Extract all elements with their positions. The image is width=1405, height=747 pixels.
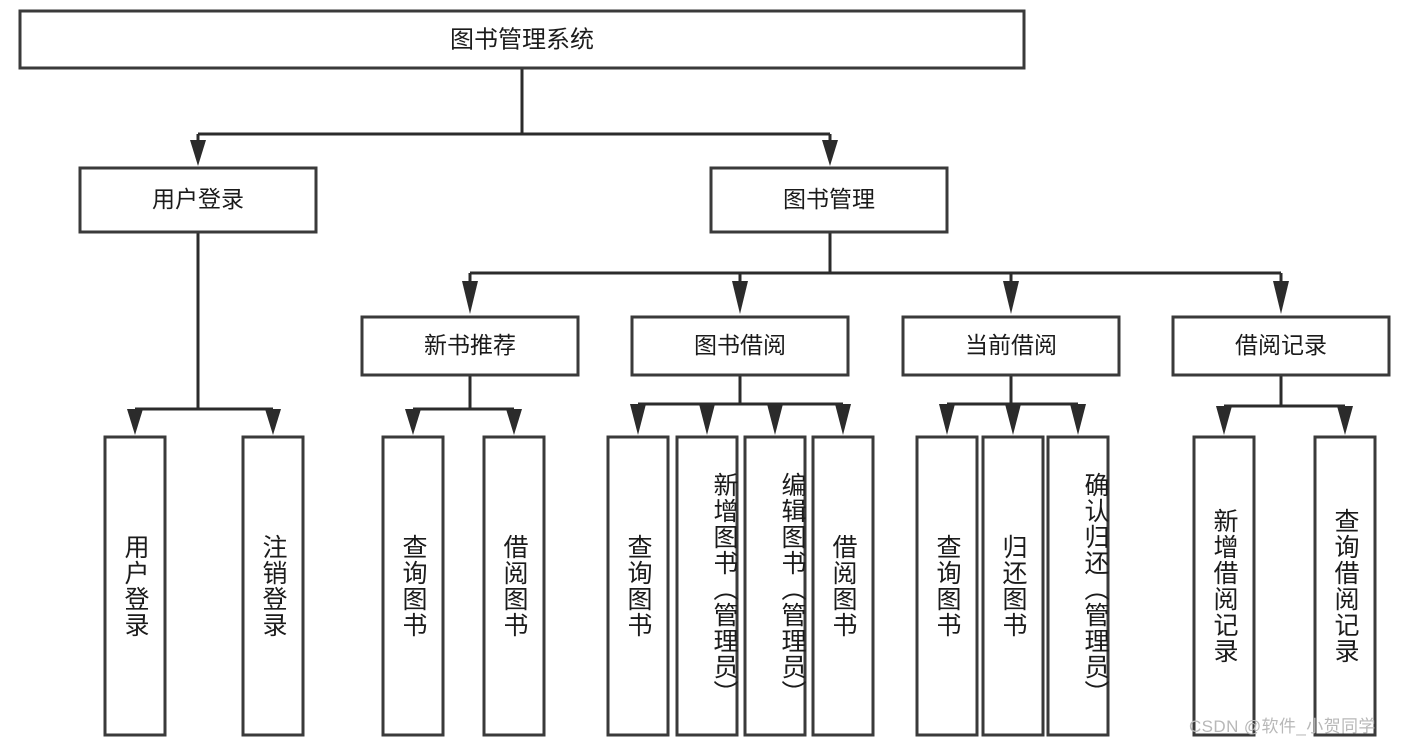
connector-group-root: [190, 68, 838, 166]
leaf-label-confirm-return-admin: 确认归还（管理员）: [1081, 472, 1109, 706]
leaf-box-borrow-book-recommend[interactable]: [482, 435, 546, 737]
leaf-label-user-login: 用户登录: [121, 534, 149, 638]
node-user-login[interactable]: 用户登录: [78, 166, 318, 234]
arrow-head-leaf-add-book-admin: [699, 404, 715, 435]
leaf-label-edit-book-admin: 编辑图书（管理员）: [778, 472, 806, 706]
node-new-book-recommend-label: 新书推荐: [424, 332, 516, 358]
leaf-box-user-logout[interactable]: [241, 435, 305, 737]
leaf-label-user-logout: 注销登录: [259, 534, 287, 638]
leaf-box-user-login[interactable]: [103, 435, 167, 737]
arrow-head-leaf-edit-book-admin: [767, 404, 783, 435]
arrow-head-leaf-query-borrow-record: [1337, 406, 1353, 435]
arrow-head-leaf-confirm-return-admin: [1070, 404, 1086, 435]
node-user-login-label: 用户登录: [152, 186, 244, 212]
arrow-head-leaf-borrow-book-recommend: [506, 409, 522, 435]
arrow-head-book-management: [822, 140, 838, 166]
leaf-label-add-borrow-record: 新增借阅记录: [1210, 508, 1238, 664]
connector-group-book-borrow: [630, 375, 851, 435]
arrow-head-leaf-query-book-borrow: [630, 404, 646, 435]
node-book-borrow-label: 图书借阅: [694, 332, 786, 358]
node-book-borrow-box[interactable]: [630, 315, 850, 377]
csdn-watermark: CSDN @软件_小贺同学: [1189, 717, 1376, 736]
node-borrow-record-box[interactable]: [1171, 315, 1391, 377]
arrow-head-leaf-user-logout: [265, 409, 281, 435]
connector-group-book-management: [462, 232, 1289, 314]
arrow-head-borrow-record: [1273, 281, 1289, 314]
node-current-borrow[interactable]: 当前借阅: [901, 315, 1121, 377]
leaf-box-query-book-current[interactable]: [915, 435, 979, 737]
leaf-label-query-book-current: 查询图书: [933, 534, 961, 638]
node-current-borrow-label: 当前借阅: [965, 332, 1057, 358]
leaf-label-add-book-admin: 新增图书（管理员）: [710, 472, 738, 706]
leaf-box-edit-book-admin[interactable]: [743, 435, 807, 737]
connector-group-borrow-record: [1216, 375, 1353, 435]
arrow-head-leaf-borrow-book: [835, 404, 851, 435]
node-borrow-record-label: 借阅记录: [1235, 332, 1327, 358]
leaf-label-query-borrow-record: 查询借阅记录: [1331, 508, 1359, 664]
leaf-box-group: [103, 435, 1377, 737]
arrow-head-current-borrow: [1003, 281, 1019, 314]
node-root[interactable]: 图书管理系统: [18, 9, 1026, 70]
node-current-borrow-box[interactable]: [901, 315, 1121, 377]
node-borrow-record[interactable]: 借阅记录: [1171, 315, 1391, 377]
node-new-book-recommend[interactable]: 新书推荐: [360, 315, 580, 377]
arrow-head-leaf-query-book-recommend: [405, 409, 421, 435]
leaf-label-query-book-recommend: 查询图书: [399, 534, 427, 638]
arrow-head-leaf-return-book: [1005, 404, 1021, 435]
node-root-box[interactable]: [18, 9, 1026, 70]
arrow-head-user-login: [190, 140, 206, 166]
leaf-box-return-book[interactable]: [981, 435, 1045, 737]
leaf-box-add-borrow-record[interactable]: [1192, 435, 1256, 737]
node-book-management-box[interactable]: [709, 166, 949, 234]
leaf-box-add-book-admin[interactable]: [675, 435, 739, 737]
node-root-label: 图书管理系统: [450, 26, 594, 53]
arrow-head-leaf-add-borrow-record: [1216, 406, 1232, 435]
node-book-borrow[interactable]: 图书借阅: [630, 315, 850, 377]
leaf-label-borrow-book: 借阅图书: [829, 534, 857, 638]
leaf-box-query-book-recommend[interactable]: [381, 435, 445, 737]
node-new-book-recommend-box[interactable]: [360, 315, 580, 377]
node-book-management-label: 图书管理: [783, 186, 875, 212]
node-book-management[interactable]: 图书管理: [709, 166, 949, 234]
connector-group-user-login: [127, 232, 281, 435]
arrow-head-leaf-query-book-current: [939, 404, 955, 435]
leaf-box-borrow-book[interactable]: [811, 435, 875, 737]
connector-group-new-book-recommend: [405, 375, 522, 435]
connector-group-current-borrow: [939, 375, 1086, 435]
leaf-label-query-book-borrow: 查询图书: [624, 534, 652, 638]
leaf-box-query-book-borrow[interactable]: [606, 435, 670, 737]
arrow-head-leaf-user-login: [127, 409, 143, 435]
leaf-box-query-borrow-record[interactable]: [1313, 435, 1377, 737]
node-user-login-box[interactable]: [78, 166, 318, 234]
leaf-label-return-book: 归还图书: [999, 534, 1027, 638]
leaf-label-borrow-book-recommend: 借阅图书: [500, 534, 528, 638]
arrow-head-book-borrow: [732, 281, 748, 314]
leaf-box-confirm-return-admin[interactable]: [1046, 435, 1110, 737]
arrow-head-new-book-recommend: [462, 281, 478, 314]
